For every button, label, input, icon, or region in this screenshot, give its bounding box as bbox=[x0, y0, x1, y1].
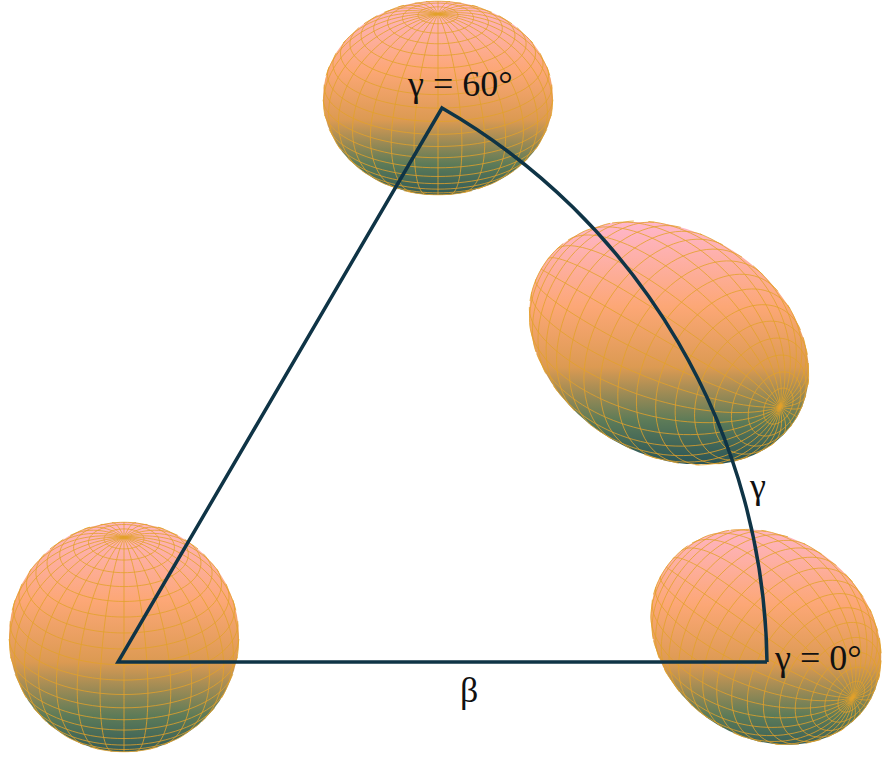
axis-label: γ = 60° bbox=[408, 66, 513, 102]
spherical-nucleus bbox=[0, 515, 250, 758]
triaxial-nucleus bbox=[485, 172, 853, 514]
sector-outline bbox=[118, 108, 767, 662]
axis-label: β bbox=[460, 672, 478, 708]
oblate-nucleus bbox=[315, 0, 565, 200]
axis-label: γ = 0° bbox=[775, 640, 862, 676]
prolate-nucleus bbox=[609, 485, 889, 758]
axis-label: γ bbox=[750, 468, 766, 504]
